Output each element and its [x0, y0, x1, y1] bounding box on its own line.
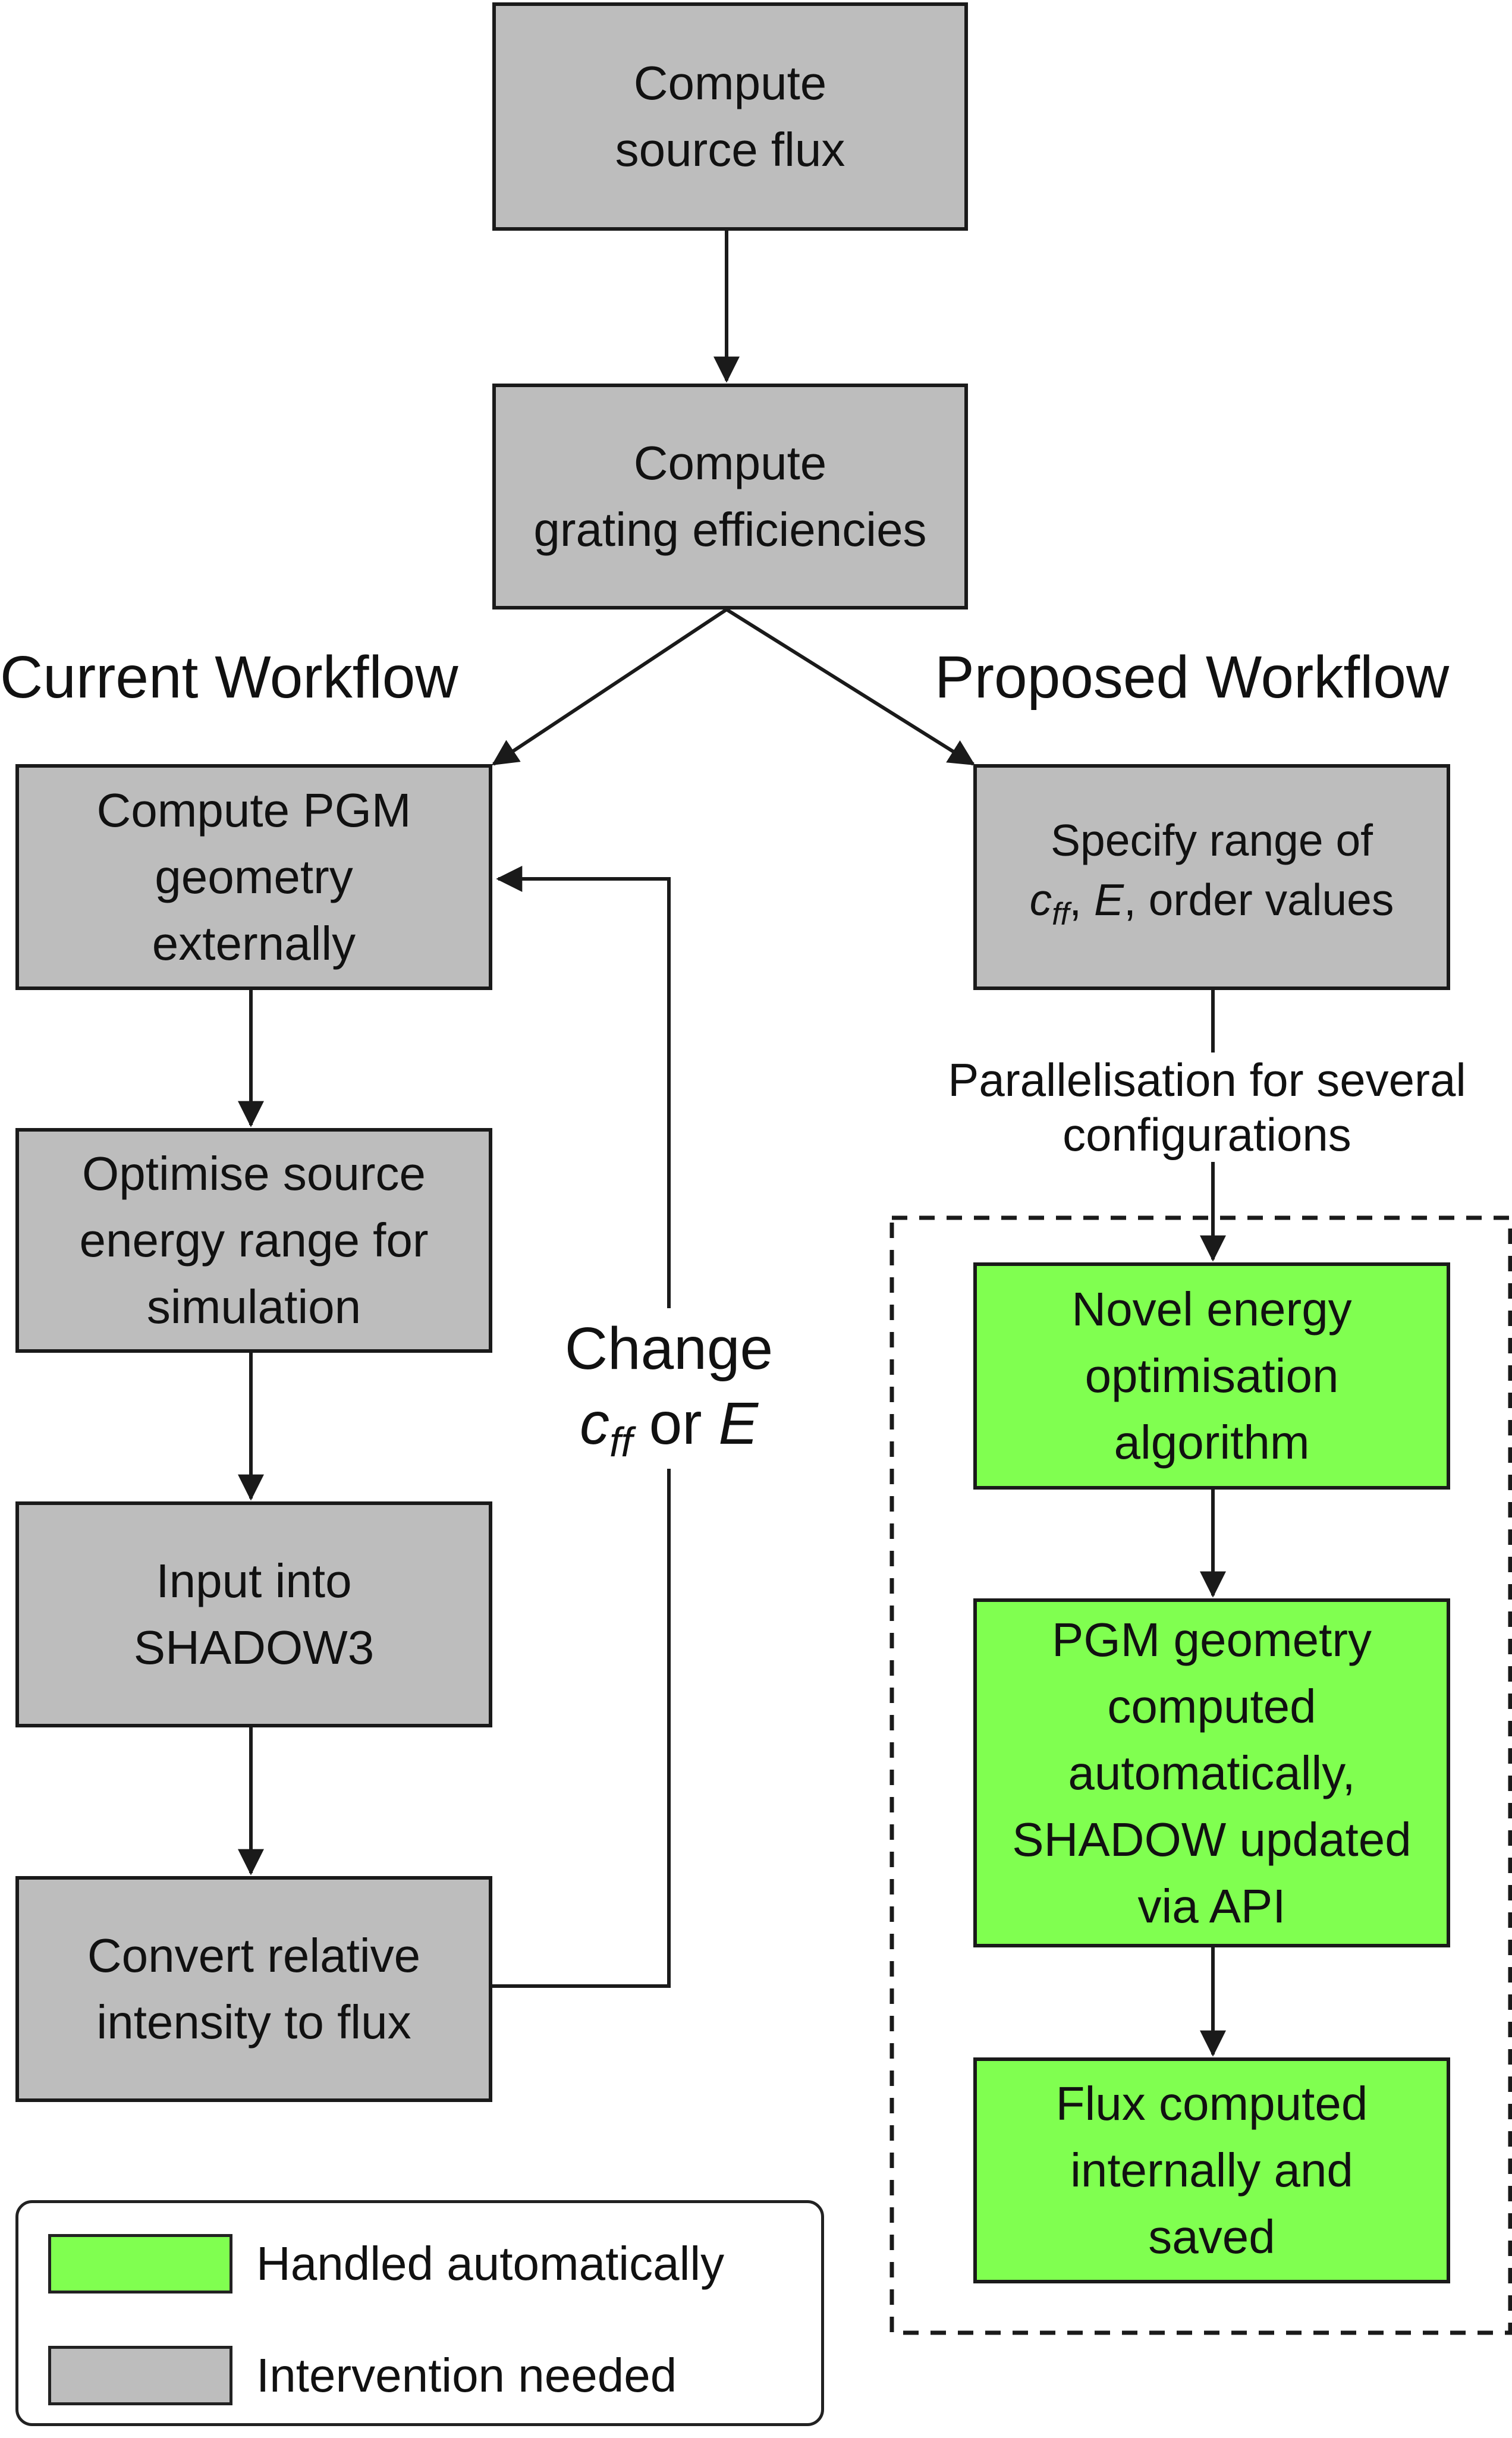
legend-label-intervention: Intervention needed [256, 2349, 677, 2402]
feedback-loop-arrow [496, 866, 671, 1308]
node-text: via API [1137, 1879, 1286, 1933]
pgm-geometry-automatic-box: PGM geometry computed automatically, SHA… [973, 1598, 1450, 1947]
cff-symbol: c [1029, 874, 1052, 925]
input-into-shadow3-box: Input into SHADOW3 [15, 1501, 492, 1727]
node-text: Input into [156, 1554, 352, 1607]
arrow-grating-to-proposed [725, 608, 976, 766]
legend: Handled automatically Intervention neede… [15, 2200, 824, 2426]
node-text: automatically, [1068, 1746, 1356, 1799]
cff-subscript: ff [1052, 896, 1070, 932]
energy-symbol: E [1093, 874, 1124, 925]
current-workflow-heading: Current Workflow [0, 644, 458, 711]
node-text: internally and [1070, 2144, 1353, 2197]
convert-relative-intensity-box: Convert relative intensity to flux [15, 1876, 492, 2102]
parallelisation-label: Parallelisation for several configuratio… [904, 1053, 1510, 1162]
node-text: saved [1148, 2210, 1275, 2263]
node-text: PGM geometry [1052, 1613, 1372, 1666]
node-text: Specify range of [1051, 815, 1373, 865]
node-text: algorithm [1114, 1416, 1310, 1469]
node-text: intensity to flux [96, 1996, 411, 2049]
parallel-text: Parallelisation for several [948, 1054, 1466, 1106]
flux-computed-internally-box: Flux computed internally and saved [973, 2057, 1450, 2283]
optimise-source-energy-box: Optimise source energy range for simulat… [15, 1128, 492, 1353]
compute-source-flux-box: Compute source flux [492, 2, 968, 231]
node-text: geometry [155, 850, 353, 903]
node-text: grating efficiencies [533, 503, 927, 556]
node-text: Compute [633, 436, 827, 489]
node-text: SHADOW3 [133, 1621, 375, 1674]
energy-symbol: E [718, 1390, 759, 1457]
node-text: Compute PGM [96, 784, 411, 837]
cff-subscript: ff [609, 1419, 633, 1465]
node-text: optimisation [1085, 1349, 1339, 1402]
node-text: simulation [146, 1280, 362, 1333]
parallel-text: configurations [1063, 1108, 1351, 1161]
node-text: Novel energy [1071, 1283, 1352, 1336]
legend-swatch-gray [48, 2346, 232, 2405]
cff-symbol: c [579, 1390, 609, 1457]
change-text: Change [564, 1315, 774, 1382]
node-text: , order values [1124, 874, 1394, 925]
node-text: computed [1107, 1679, 1316, 1733]
node-text: energy range for [79, 1214, 429, 1267]
compute-pgm-geometry-externally-box: Compute PGM geometry externally [15, 764, 492, 990]
compute-grating-efficiencies-box: Compute grating efficiencies [492, 384, 968, 610]
node-text: Optimise source [82, 1147, 426, 1200]
automated-region-border [889, 1215, 1512, 2335]
arrow-grating-to-current [491, 608, 728, 766]
specify-range-box: Specify range of cff, E, order values [973, 764, 1450, 990]
change-or: or [632, 1390, 719, 1457]
change-cff-or-e-label: Change cff or E [535, 1311, 803, 1479]
node-text: , [1069, 874, 1094, 925]
novel-energy-optimisation-box: Novel energy optimisation algorithm [973, 1262, 1450, 1490]
feedback-loop-line [492, 1469, 671, 1988]
node-text: Convert relative [87, 1929, 421, 1982]
proposed-workflow-heading: Proposed Workflow [935, 644, 1450, 711]
node-text: Flux computed [1055, 2077, 1368, 2130]
legend-label-automatic: Handled automatically [256, 2237, 725, 2290]
node-text: Compute [633, 56, 827, 109]
legend-swatch-green [48, 2234, 232, 2294]
node-text: SHADOW updated [1012, 1812, 1412, 1866]
node-text: source flux [615, 123, 845, 176]
node-text: externally [152, 917, 356, 970]
